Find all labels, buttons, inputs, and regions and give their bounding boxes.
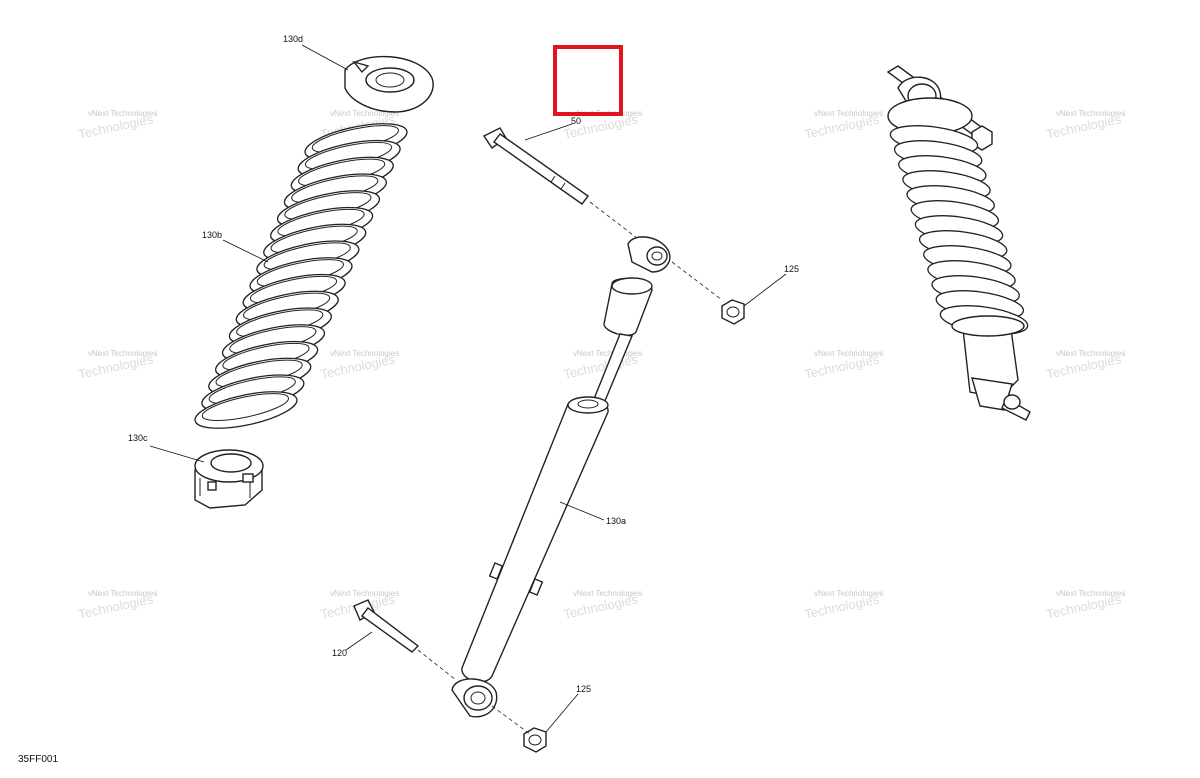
- watermark-text: vNext Technologies: [1056, 109, 1125, 118]
- callout-120: 120: [332, 648, 347, 658]
- callout-130c: 130c: [128, 433, 148, 443]
- watermark-text: vNext Technologies: [330, 109, 399, 118]
- leader-lines: [149, 44, 787, 733]
- watermark-text: vNext Technologies: [330, 349, 399, 358]
- callout-125-top: 125: [784, 264, 799, 274]
- part-130b-coil-spring[interactable]: [192, 117, 410, 436]
- highlight-box[interactable]: [553, 45, 623, 116]
- part-130d-spring-retainer[interactable]: [344, 55, 434, 113]
- callout-50: 50: [571, 116, 581, 126]
- part-130c-spring-seat[interactable]: [194, 449, 264, 509]
- watermark-text: vNext Technologies: [1056, 349, 1125, 358]
- watermark-text: vNext Technologies: [88, 109, 157, 118]
- callout-130b: 130b: [202, 230, 222, 240]
- spring-coil-inner: [201, 393, 289, 421]
- assembled-spring-seat: [951, 315, 1025, 337]
- watermark-text: vNext Technologies: [573, 349, 642, 358]
- watermark-text: vNext Technologies: [330, 589, 399, 598]
- assembled-coil-spring: [889, 125, 1029, 337]
- figure-id-label: 35FF001: [18, 754, 59, 765]
- part-125-nut-top[interactable]: [721, 299, 745, 325]
- watermark-text: vNext Technologies: [88, 589, 157, 598]
- callout-125-bottom: 125: [576, 684, 591, 694]
- part-125-nut-bottom[interactable]: [523, 727, 547, 753]
- part-120-bolt[interactable]: [353, 599, 420, 653]
- watermark-text: vNext Technologies: [573, 589, 642, 598]
- bolt-120-axis: [417, 649, 531, 735]
- watermark-text: vNext Technologies: [814, 109, 883, 118]
- watermark-text: vNext Technologies: [814, 589, 883, 598]
- watermark-text: vNext Technologies: [1056, 589, 1125, 598]
- callout-130a: 130a: [606, 516, 626, 526]
- part-130a-shock-absorber[interactable]: [451, 236, 671, 718]
- spring-coil-turn: [194, 391, 298, 429]
- part-50-bolt[interactable]: [482, 127, 589, 205]
- callout-130d: 130d: [283, 34, 303, 44]
- watermark-text: vNext Technologies: [88, 349, 157, 358]
- watermark-text: vNext Technologies: [814, 349, 883, 358]
